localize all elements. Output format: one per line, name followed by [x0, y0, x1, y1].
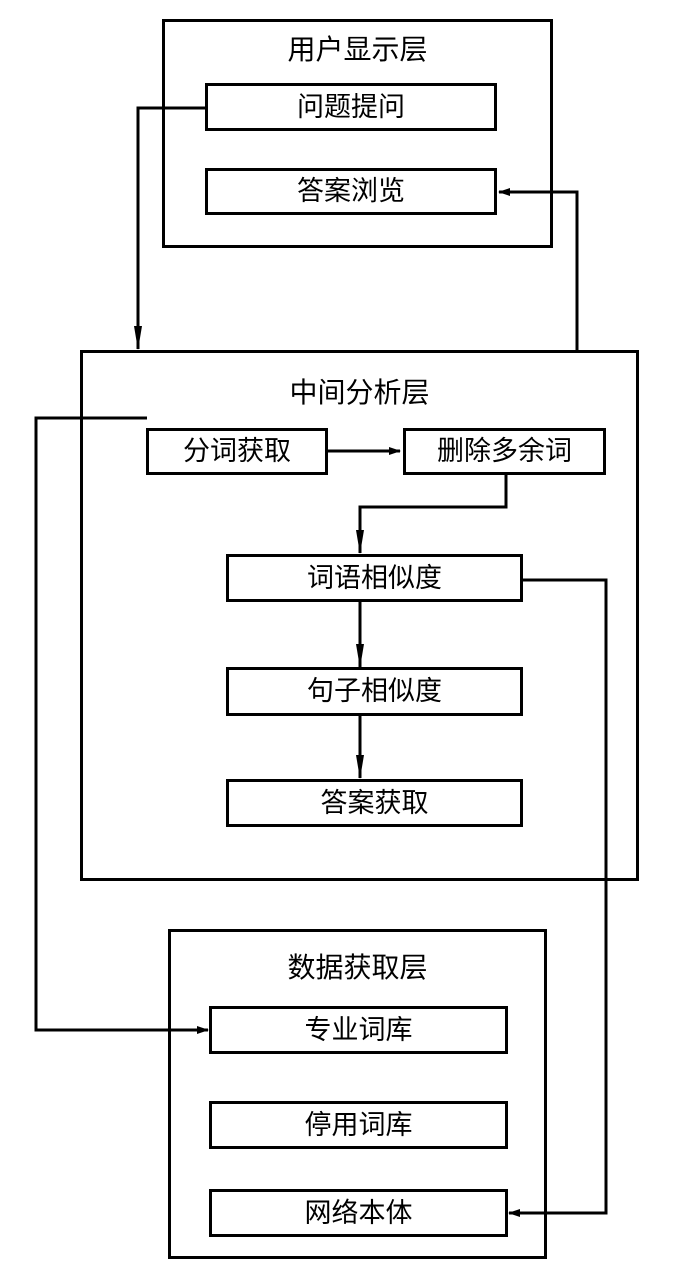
node-domain-lexicon[interactable]: 专业词库 [209, 1006, 508, 1054]
layer-title: 用户显示层 [287, 33, 428, 66]
node-word-segmentation[interactable]: 分词获取 [146, 428, 328, 475]
node-label: 答案浏览 [297, 176, 405, 207]
node-remove-redundant-words[interactable]: 删除多余词 [403, 428, 606, 475]
node-label: 分词获取 [183, 436, 291, 467]
node-browse-answer[interactable]: 答案浏览 [205, 168, 497, 215]
node-label: 词语相似度 [307, 562, 442, 594]
node-label: 网络本体 [304, 1197, 413, 1229]
node-answer-retrieval[interactable]: 答案获取 [226, 779, 523, 827]
layer-data-acquisition: 数据获取层 [168, 929, 547, 1259]
node-sentence-similarity[interactable]: 句子相似度 [226, 667, 523, 716]
node-word-similarity[interactable]: 词语相似度 [226, 554, 523, 602]
layer-user-display: 用户显示层 [162, 19, 553, 248]
node-label: 停用词库 [304, 1109, 413, 1141]
node-label: 答案获取 [320, 787, 429, 819]
layer-title: 数据获取层 [287, 951, 428, 984]
node-network-ontology[interactable]: 网络本体 [209, 1189, 508, 1237]
node-stopword-lexicon[interactable]: 停用词库 [209, 1101, 508, 1149]
node-label: 删除多余词 [437, 436, 572, 467]
node-label: 句子相似度 [307, 676, 442, 707]
layer-title: 中间分析层 [289, 376, 430, 409]
layer-analysis: 中间分析层 [80, 350, 639, 881]
node-label: 问题提问 [297, 91, 405, 123]
node-ask-question[interactable]: 问题提问 [205, 83, 497, 131]
node-label: 专业词库 [304, 1014, 413, 1046]
